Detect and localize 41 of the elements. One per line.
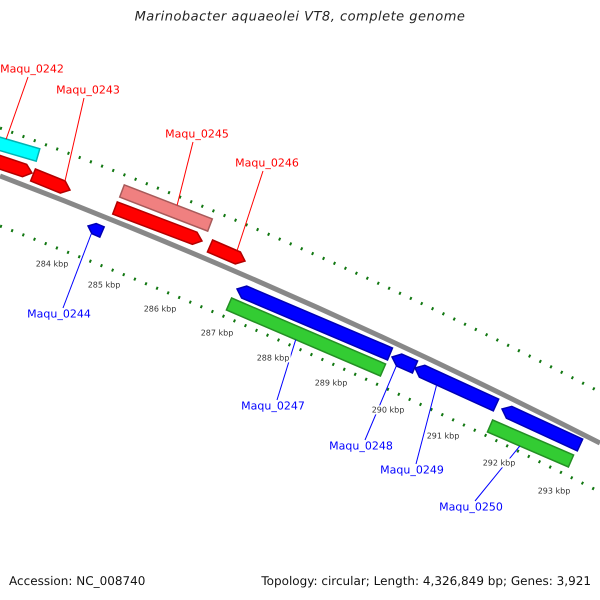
- diagram-title: Marinobacter aquaeolei VT8, complete genome: [134, 10, 466, 26]
- gene-label: Maqu_0244: [27, 308, 91, 322]
- gene-bar: [390, 353, 419, 374]
- scale-label: 287 kbp: [200, 328, 234, 338]
- accession-text: Accession: NC_008740: [9, 575, 146, 589]
- leader-line: [236, 170, 264, 251]
- leader-line: [176, 142, 194, 206]
- gene-bar: [112, 200, 204, 246]
- leader-line: [62, 233, 92, 308]
- gene-bar: [0, 152, 34, 178]
- scale-label: 285 kbp: [86, 280, 122, 290]
- genome-summary-text: Topology: circular; Length: 4,326,849 bp; Genes: 3,921: [261, 575, 591, 589]
- scale-label: 284 kbp: [34, 259, 70, 269]
- gene-bar: [236, 285, 394, 361]
- leader-line: [64, 98, 84, 182]
- gene-label: Maqu_0242: [0, 64, 64, 76]
- gene-bar: [86, 222, 106, 238]
- leader-line: [276, 339, 296, 400]
- scale-label: 293 kbp: [536, 486, 572, 496]
- leader-line: [6, 76, 28, 140]
- scale-label: 286 kbp: [142, 304, 178, 314]
- gene-label: Maqu_0248: [329, 440, 393, 454]
- gene-label: Maqu_0249: [380, 464, 444, 478]
- gene-label: Maqu_0243: [56, 84, 120, 98]
- leader-line: [416, 384, 438, 464]
- scale-label: 289 kbp: [314, 378, 348, 388]
- gene-bar: [30, 168, 72, 194]
- gene-bar: [118, 184, 214, 232]
- gene-label: Maqu_0250: [439, 502, 503, 514]
- gene-bar: [414, 364, 500, 412]
- gene-label: Maqu_0246: [235, 158, 299, 170]
- scale-label: 291 kbp: [426, 431, 460, 441]
- gene-label: Maqu_0245: [165, 128, 229, 142]
- gene-bar: [206, 239, 246, 265]
- scale-label: 290 kbp: [370, 405, 406, 415]
- gene-label: Maqu_0247: [241, 400, 305, 414]
- leader-line: [364, 366, 397, 440]
- scale-label: 288 kbp: [256, 353, 290, 363]
- gene-bar: [500, 406, 584, 452]
- gene-bar: [0, 134, 41, 162]
- scale-label: 292 kbp: [482, 458, 516, 468]
